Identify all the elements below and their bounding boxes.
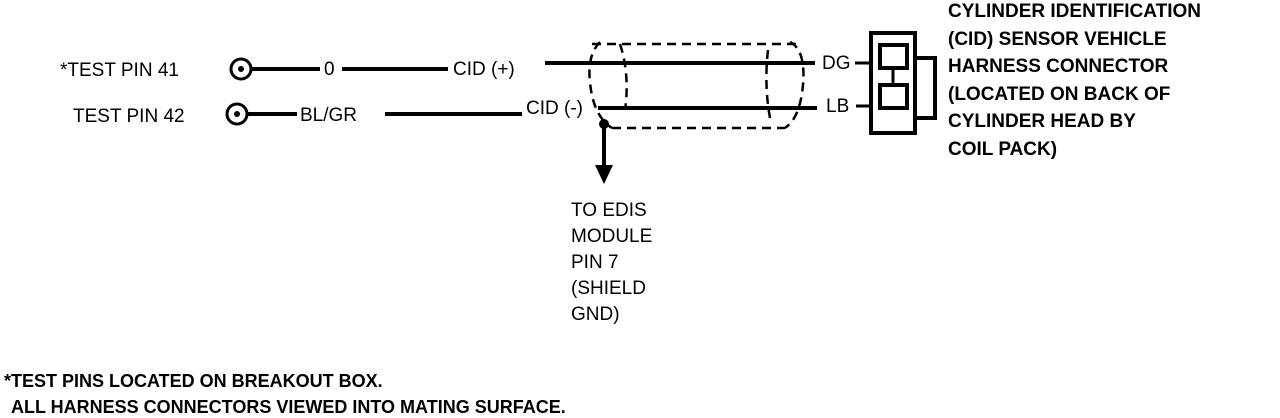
shield-outline bbox=[588, 40, 805, 130]
wire-color-lb: LB bbox=[826, 96, 849, 117]
test-pin-41-label: *TEST PIN 41 bbox=[60, 60, 179, 81]
arrow-down-icon bbox=[595, 165, 613, 184]
svg-text:PIN 7: PIN 7 bbox=[571, 252, 619, 273]
test-pin-42-terminal bbox=[225, 102, 249, 126]
svg-text:(SHIELD: (SHIELD bbox=[571, 278, 646, 299]
svg-text:HARNESS CONNECTOR: HARNESS CONNECTOR bbox=[948, 56, 1169, 77]
footnote-breakout-box: *TEST PINS LOCATED ON BREAKOUT BOX. bbox=[4, 371, 383, 391]
wire-color-dg: DG bbox=[822, 53, 851, 74]
test-pin-42-label: TEST PIN 42 bbox=[73, 106, 185, 127]
svg-text:COIL PACK): COIL PACK) bbox=[948, 139, 1057, 160]
svg-text:(LOCATED ON BACK OF: (LOCATED ON BACK OF bbox=[948, 84, 1170, 105]
svg-text:TO EDIS: TO EDIS bbox=[571, 200, 647, 221]
cid-plus-label: CID (+) bbox=[453, 59, 515, 80]
cid-connector-icon bbox=[869, 31, 937, 135]
test-pin-41-terminal bbox=[229, 57, 253, 81]
svg-text:(CID) SENSOR VEHICLE: (CID) SENSOR VEHICLE bbox=[948, 29, 1167, 50]
svg-text:CYLINDER HEAD BY: CYLINDER HEAD BY bbox=[948, 111, 1136, 132]
svg-text:GND): GND) bbox=[571, 304, 620, 325]
shield-destination-label: TO EDIS MODULE PIN 7 (SHIELD GND) bbox=[571, 200, 652, 325]
wire2-color-label: BL/GR bbox=[300, 105, 357, 126]
connector-description: CYLINDER IDENTIFICATION (CID) SENSOR VEH… bbox=[948, 1, 1201, 160]
footnote-mating-surface: ALL HARNESS CONNECTORS VIEWED INTO MATIN… bbox=[11, 397, 566, 417]
svg-text:MODULE: MODULE bbox=[571, 226, 652, 247]
cid-minus-label: CID (-) bbox=[526, 98, 583, 119]
wire1-color-label: 0 bbox=[324, 59, 335, 80]
svg-text:CYLINDER IDENTIFICATION: CYLINDER IDENTIFICATION bbox=[948, 1, 1201, 22]
